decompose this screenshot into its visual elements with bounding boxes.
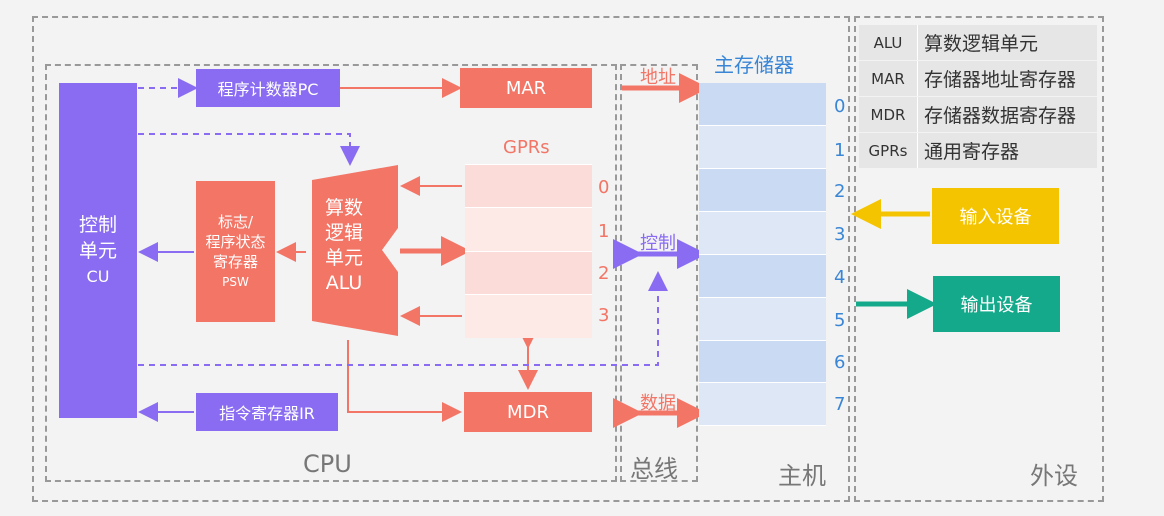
- program-counter: 程序计数器PC: [196, 69, 340, 107]
- memory-cell: [699, 169, 826, 212]
- memory-cell: [699, 83, 826, 126]
- gprs-block: [465, 164, 592, 338]
- memory-index: 2: [834, 181, 846, 202]
- output-device: 输出设备: [933, 276, 1060, 332]
- alu-line-1: 算数: [324, 197, 363, 219]
- legend-key: MDR: [859, 97, 918, 132]
- alu-line-2: 逻辑: [324, 222, 363, 244]
- peripheral-region: [854, 16, 1104, 502]
- legend-key: ALU: [859, 25, 918, 60]
- legend-key: MAR: [859, 61, 918, 96]
- memory-cell: [699, 126, 826, 169]
- gpr-row: [465, 207, 592, 251]
- psw-line-2: 程序状态: [205, 232, 266, 251]
- peripheral-label: 外设: [1030, 462, 1078, 490]
- gpr-row: [465, 164, 592, 207]
- mar-register: MAR: [460, 68, 592, 108]
- cpu-region: [45, 64, 617, 482]
- memory-index: 6: [834, 352, 846, 373]
- memory-cell: [699, 255, 826, 298]
- legend-key: GPRs: [859, 133, 918, 168]
- legend-row-mdr: MDR 存储器数据寄存器: [859, 97, 1097, 132]
- control-unit-line-3: CU: [86, 266, 110, 286]
- cpu-label: CPU: [303, 450, 352, 478]
- psw-line-1: 标志/: [217, 212, 254, 231]
- alu-label: 算数 逻辑 单元 ALU: [314, 186, 374, 306]
- alu-line-4: ALU: [325, 272, 363, 294]
- address-bus-label: 地址: [640, 67, 676, 88]
- legend-value: 算数逻辑单元: [924, 33, 1039, 55]
- legend-value: 存储器地址寄存器: [924, 69, 1077, 91]
- legend-value: 存储器数据寄存器: [924, 105, 1077, 127]
- memory-cell: [699, 212, 826, 255]
- memory-index: 4: [834, 267, 846, 288]
- legend-value: 通用寄存器: [924, 141, 1020, 163]
- alu-line-3: 单元: [324, 247, 363, 269]
- control-unit-line-2: 单元: [78, 239, 117, 262]
- main-memory: [699, 83, 826, 426]
- memory-cell: [699, 341, 826, 383]
- input-device: 输入设备: [932, 188, 1059, 244]
- control-bus-label: 控制: [640, 233, 676, 254]
- gpr-row: [465, 251, 592, 294]
- bus-label: 总线: [630, 455, 678, 483]
- memory-cell: [699, 298, 826, 341]
- host-label: 主机: [778, 462, 826, 490]
- mdr-register: MDR: [464, 392, 592, 432]
- bus-region: [620, 64, 698, 482]
- gpr-index: 3: [598, 305, 610, 326]
- legend-row-alu: ALU 算数逻辑单元: [859, 25, 1097, 60]
- instruction-register: 指令寄存器IR: [196, 393, 338, 431]
- control-unit: 控制 单元 CU: [59, 83, 137, 418]
- host-region: [32, 16, 850, 502]
- memory-index: 5: [834, 310, 846, 331]
- gpr-index: 0: [598, 177, 610, 198]
- memory-index: 1: [834, 140, 846, 161]
- psw-line-4: PSW: [222, 274, 249, 289]
- legend-row-gprs: GPRs 通用寄存器: [859, 133, 1097, 168]
- memory-index: 7: [834, 394, 846, 415]
- gpr-index: 2: [598, 263, 610, 284]
- memory-title: 主存储器: [714, 53, 794, 77]
- gprs-title: GPRs: [503, 137, 550, 158]
- memory-cell: [699, 383, 826, 426]
- data-bus-label: 数据: [640, 393, 676, 414]
- memory-index: 3: [834, 224, 846, 245]
- control-unit-line-1: 控制: [78, 213, 117, 236]
- psw-register: 标志/ 程序状态 寄存器 PSW: [196, 181, 275, 322]
- legend-row-mar: MAR 存储器地址寄存器: [859, 61, 1097, 96]
- gpr-index: 1: [598, 221, 610, 242]
- psw-line-3: 寄存器: [212, 252, 258, 271]
- memory-index: 0: [834, 96, 846, 117]
- gpr-row: [465, 294, 592, 338]
